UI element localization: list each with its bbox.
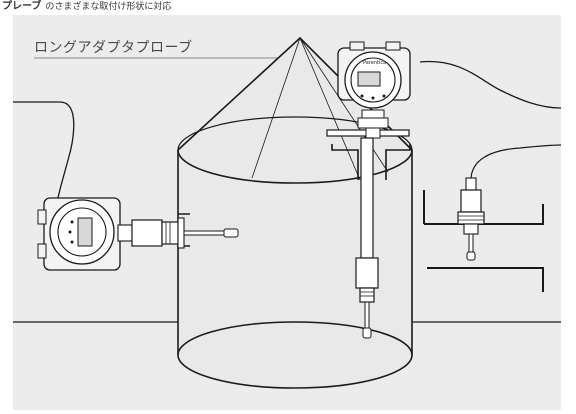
roof-ray-1: [251, 37, 301, 179]
caption-bold: プレーブ: [2, 1, 42, 12]
left-cable: [13, 101, 75, 199]
right-pipe-lower: [427, 267, 544, 292]
long-probe-shaft-icon: [355, 137, 379, 339]
diagram-title: ロングアダプタプローブ: [34, 40, 193, 56]
top-transmitter-icon: Parentica: [337, 41, 411, 139]
top-nozzle-walls: [331, 144, 411, 180]
tank-roof-front: [177, 149, 413, 184]
roof-ray-2: [299, 37, 361, 181]
right-probe-cable: [470, 144, 562, 181]
right-top-cable: [419, 60, 562, 109]
brand-text-top: Parentica: [363, 60, 386, 66]
right-probe-icon: [457, 177, 485, 261]
left-probe-icon: [117, 217, 239, 249]
left-transmitter-icon: [37, 197, 121, 271]
caption-text: のさまざまな取付け形状に対応: [45, 2, 172, 12]
page-caption: プレーブのさまざまな取付け形状に対応: [2, 0, 171, 12]
tank-body: [178, 150, 412, 388]
